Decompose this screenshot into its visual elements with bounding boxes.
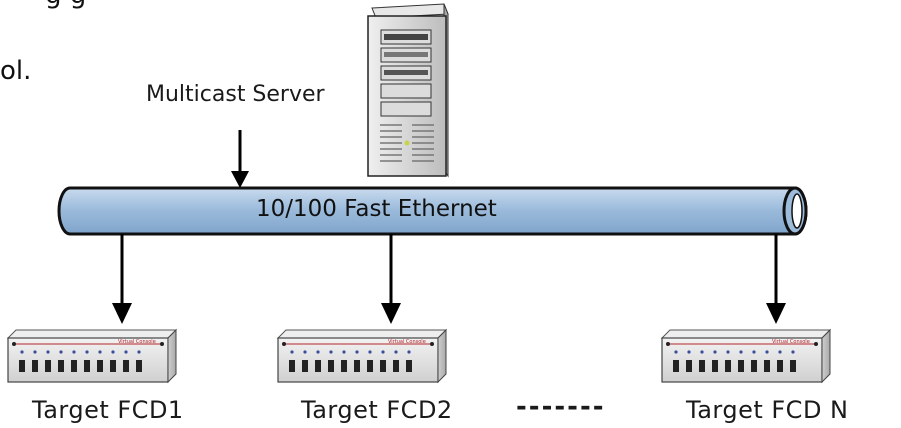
svg-text:Virtual Console: Virtual Console	[118, 339, 156, 345]
top-fragment-text: g g	[45, 0, 86, 10]
left-fragment-text: ol.	[0, 56, 32, 86]
target-fcd2-label: Target FCD2	[301, 396, 453, 424]
target-fcd1-label: Target FCD1	[32, 396, 184, 424]
server-arrow	[231, 130, 249, 188]
target-arrow-2	[381, 234, 401, 324]
target-arrow-1	[112, 234, 132, 324]
kvm-switch-icon: Virtual Console	[276, 328, 448, 384]
svg-text:Virtual Console: Virtual Console	[772, 339, 810, 345]
target-fcdn-label: Target FCD N	[686, 396, 849, 424]
server-tower-icon	[367, 3, 449, 178]
ellipsis-dashes: -------	[516, 392, 606, 422]
ethernet-pipe	[57, 186, 808, 236]
target-arrow-3	[766, 234, 786, 324]
kvm-switch-icon: Virtual Console	[660, 328, 832, 384]
svg-text:Virtual Console: Virtual Console	[388, 339, 426, 345]
kvm-switch-icon: Virtual Console	[6, 328, 178, 384]
multicast-server-label: Multicast Server	[146, 82, 325, 107]
ethernet-label: 10/100 Fast Ethernet	[256, 196, 497, 222]
